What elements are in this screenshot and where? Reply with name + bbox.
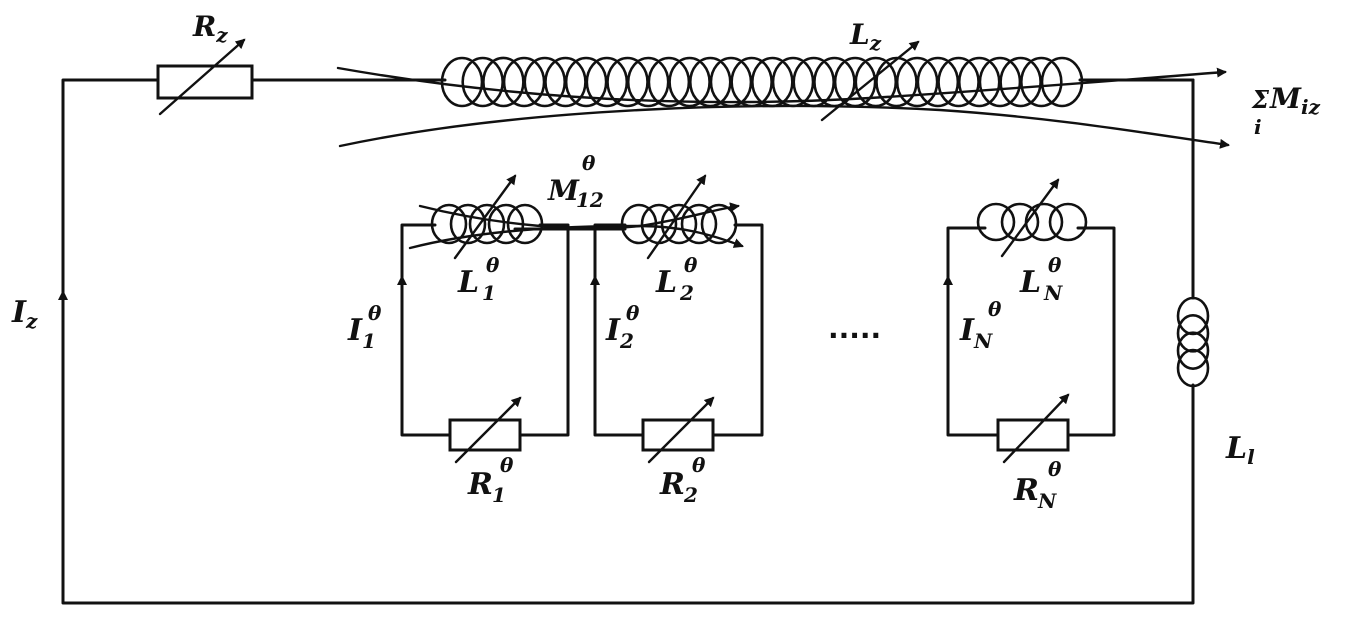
r2-variable-arrow: [647, 396, 715, 464]
loopn-wire: [946, 226, 1000, 437]
svg-text:1: 1: [482, 281, 496, 305]
loop2-wire-right: [711, 223, 764, 437]
label-rn: R N θ: [1013, 457, 1062, 513]
r1-variable-arrow: [454, 396, 522, 464]
svg-text:θ: θ: [486, 253, 500, 277]
svg-text:1: 1: [362, 329, 376, 353]
sum-term: Miz: [1269, 82, 1321, 119]
m12-flux-line-a: [408, 224, 744, 250]
ln-coil-windings: [976, 202, 1088, 242]
ll-coil-windings: [1176, 296, 1210, 388]
sum-sigma: Σ: [1251, 85, 1270, 114]
l1-variable-arrow: [453, 174, 517, 260]
svg-text:I: I: [959, 313, 975, 348]
label-l1: L 1 θ: [457, 253, 500, 305]
svg-text:L: L: [1019, 265, 1041, 300]
svg-text:R: R: [1013, 473, 1039, 508]
svg-text:θ: θ: [582, 151, 596, 175]
label-iz: Iz: [11, 295, 38, 333]
label-sum-miz: Σ i Miz: [1251, 82, 1321, 139]
svg-text:N: N: [1037, 489, 1057, 513]
svg-text:R: R: [467, 467, 493, 502]
loop1-wire: [400, 223, 452, 437]
labels: Rz Lz Σ i Miz M 12 θ Iz Ll L: [11, 10, 1321, 513]
svg-text:M: M: [547, 174, 580, 207]
svg-text:θ: θ: [988, 297, 1002, 321]
svg-text:θ: θ: [1048, 457, 1062, 481]
svg-text:2: 2: [679, 281, 694, 305]
loop2-wire: [593, 223, 645, 437]
svg-text:2: 2: [619, 329, 634, 353]
subloop-1: [397, 174, 570, 464]
ellipsis: .....: [828, 312, 881, 345]
svg-text:2: 2: [683, 483, 698, 507]
svg-text:L: L: [655, 265, 677, 300]
m12-flux-line-b: [418, 202, 740, 230]
label-i2: I 2 θ: [605, 301, 640, 353]
subloop-2: [590, 174, 764, 464]
svg-text:θ: θ: [692, 453, 706, 477]
m12-coupling: [408, 202, 744, 250]
svg-text:12: 12: [576, 188, 604, 212]
label-i1: I 1 θ: [347, 301, 382, 353]
label-l2: L 2 θ: [655, 253, 698, 305]
rz-resistor-body: [156, 64, 254, 100]
label-ln: L N θ: [1019, 253, 1063, 305]
loopn-wire-right: [1066, 226, 1116, 437]
svg-text:θ: θ: [684, 253, 698, 277]
r2-resistor-body: [641, 418, 715, 452]
ll-coil: [1176, 296, 1210, 388]
label-ll: Ll: [1225, 431, 1255, 469]
label-m12: M 12 θ: [547, 151, 604, 212]
subloop-n: [943, 178, 1116, 464]
svg-text:R: R: [659, 467, 685, 502]
label-lz: Lz: [849, 18, 882, 55]
rn-resistor-body: [996, 418, 1070, 452]
svg-text:θ: θ: [368, 301, 382, 325]
r1-resistor-body: [448, 418, 522, 452]
rn-variable-arrow: [1002, 393, 1070, 464]
svg-text:θ: θ: [626, 301, 640, 325]
mutual-flux-lines: [336, 66, 1230, 149]
svg-text:θ: θ: [500, 453, 514, 477]
label-r2: R 2 θ: [659, 453, 706, 507]
svg-text:N: N: [1043, 281, 1063, 305]
flux-line-upper: [336, 66, 1227, 104]
lz-coil-windings: [440, 56, 1084, 108]
label-in: I N θ: [959, 297, 1002, 353]
rz-variable-arrow: [158, 38, 246, 116]
svg-text:1: 1: [492, 483, 506, 507]
label-r1: R 1 θ: [467, 453, 514, 507]
l2-variable-arrow: [646, 174, 707, 260]
svg-text:I: I: [605, 313, 621, 348]
outer-wire: [61, 78, 1195, 605]
svg-text:L: L: [457, 265, 479, 300]
svg-text:N: N: [973, 329, 993, 353]
rz-variable-resistor: [156, 38, 254, 116]
l1-coil-windings: [430, 203, 544, 245]
loop1-wire-right: [518, 223, 570, 437]
svg-text:θ: θ: [1048, 253, 1062, 277]
sum-index: i: [1254, 115, 1262, 139]
label-rz: Rz: [192, 10, 228, 47]
lz-variable-coil: [440, 40, 1084, 122]
flux-line-lower: [338, 104, 1230, 149]
svg-text:I: I: [347, 313, 363, 348]
ln-variable-arrow: [1000, 178, 1060, 258]
